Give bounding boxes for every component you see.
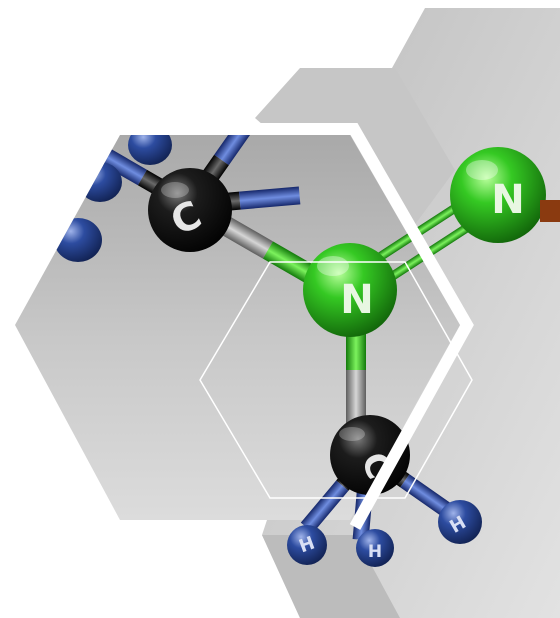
nitrogen-label-center: N: [340, 277, 373, 323]
hydrogen-atom-bottom-3: H: [438, 500, 482, 544]
hexagon-outline-thick: [112, 123, 474, 530]
hydrogen-atom-bottom-1: H: [287, 525, 327, 565]
hydrogen-atom-bottom-2: H: [356, 529, 394, 567]
carbon-atom-top: C: [148, 168, 232, 252]
nitrogen-label-right: N: [491, 177, 524, 223]
hexagon-outline-thin: [199, 261, 473, 499]
hydrogen-label-2: H: [368, 542, 382, 562]
molecule: H H H C N N: [54, 105, 560, 567]
bond-stub-right: [540, 200, 560, 222]
hydrogen-label-1: H: [296, 533, 317, 558]
nitrogen-atom-right: N: [450, 147, 546, 243]
nitrogen-atom-center: N: [303, 243, 397, 337]
